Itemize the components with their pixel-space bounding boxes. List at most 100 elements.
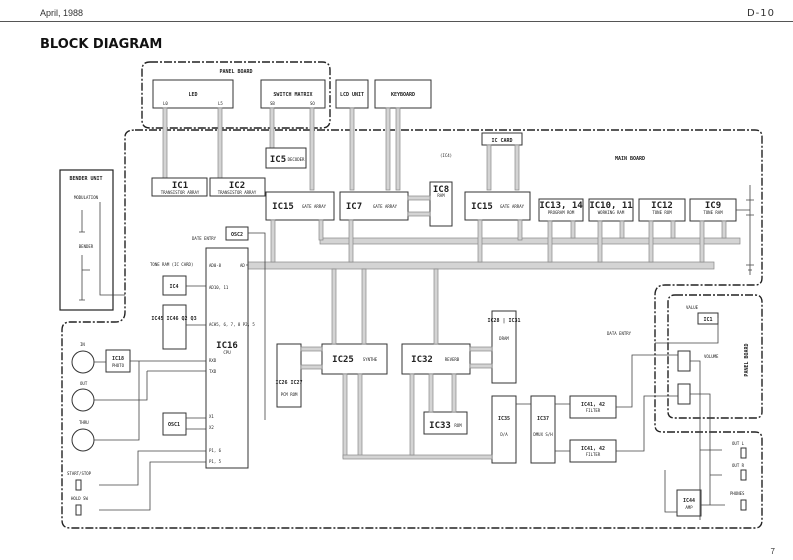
ic45-46-block — [162, 304, 187, 350]
ic12-desc: TONE ROM — [652, 210, 672, 215]
ic35-label: IC35 — [498, 416, 510, 422]
start-stop-jack — [75, 479, 82, 491]
ic12-block — [638, 198, 686, 222]
ic2-label: IC2 — [229, 181, 245, 191]
data-entry-label: DATA ENTRY — [607, 331, 632, 336]
ic2-block — [209, 177, 266, 197]
svg-text:ACH5, 6, 7, 8 P2, 5: ACH5, 6, 7, 8 P2, 5 — [209, 322, 255, 327]
hold-sw-jack — [75, 504, 82, 516]
ic4-label: IC4 — [169, 284, 178, 290]
ic32-desc: REVERB — [445, 357, 460, 362]
ic32-label: IC32 — [411, 355, 433, 365]
synth-buses — [300, 268, 493, 460]
led-block — [152, 79, 234, 109]
date-entry-label: DATE ENTRY — [192, 236, 217, 241]
ic26-27-block — [276, 343, 302, 408]
ic10-11-label: IC10, 11 — [589, 201, 632, 211]
tone-ram-label: TONE RAM (IC CARD) — [150, 262, 193, 267]
ic15b-label: IC15 — [471, 202, 493, 212]
out-r-jack — [740, 469, 747, 481]
osc1-label: OSC1 — [168, 422, 180, 428]
ic33-rom-block — [423, 411, 468, 435]
phones-jack — [740, 499, 747, 511]
midi-in-jack — [71, 350, 95, 374]
ic33-label: IC33 — [429, 421, 451, 431]
ic2-desc: TRANSISTOR ARRAY — [218, 190, 257, 195]
lcd-unit-block — [335, 79, 369, 109]
battery-circuit — [736, 185, 754, 275]
ic1-desc: TRANSISTOR ARRAY — [161, 190, 200, 195]
out-r-label: OUT R — [732, 463, 745, 468]
ic7-desc: GATE ARRAY — [373, 204, 398, 209]
switch-matrix-label: SWITCH MATRIX — [273, 92, 312, 98]
bender-unit-label: BENDER UNIT — [69, 176, 102, 182]
ic28-31-label: IC28 | IC31 — [487, 318, 520, 324]
bender-unit-box — [59, 169, 114, 311]
ic18-label: IC18 — [112, 356, 124, 362]
ic-card-block — [481, 132, 523, 146]
midi-thru-label: THRU — [79, 420, 89, 425]
ic9-label: IC9 — [705, 201, 721, 211]
midi-out-label: OUT — [80, 381, 88, 386]
svg-text:P1, 6: P1, 6 — [209, 448, 222, 453]
ic7-block — [339, 191, 409, 221]
ic28-31-desc: DRAM — [499, 336, 509, 341]
out-l-label: OUT L — [732, 441, 745, 446]
ic7-label: IC7 — [346, 202, 362, 212]
ic41-42-desc: FILTER — [586, 452, 601, 457]
ic16-desc: CPU — [223, 350, 231, 355]
switch-pin: SB — [270, 101, 275, 106]
ic1-label: IC1 — [172, 181, 188, 191]
ic37-dmux-block — [530, 395, 556, 464]
phones-label: PHONES — [730, 491, 745, 496]
led-label: LED — [188, 92, 197, 98]
led-pin: L0 — [163, 101, 168, 106]
page-number: 7 — [770, 547, 775, 556]
panel-ic1-label: IC1 — [703, 317, 712, 323]
lcd-unit-label: LCD UNIT — [340, 92, 364, 98]
ic28-31-dram-block — [491, 310, 517, 384]
ic25-label: IC25 — [332, 355, 354, 365]
keyboard-block — [374, 79, 432, 109]
ic5-desc: DECODER — [288, 157, 305, 162]
output-wiring — [516, 318, 725, 520]
ic5-block — [265, 147, 307, 169]
ic13-14-block — [538, 198, 584, 222]
midi-in-label: IN — [80, 342, 85, 347]
volume-label: VOLUME — [704, 354, 719, 359]
bus-drops — [270, 195, 727, 263]
bender-label: BENDER — [79, 244, 94, 249]
ic8-label: IC8 — [433, 185, 449, 195]
svg-text:P1, 5: P1, 5 — [209, 459, 222, 464]
ic35-desc: D/A — [500, 432, 508, 437]
ic44-label: IC44 — [683, 498, 695, 504]
ic13-14-desc: PROGRAM ROM — [548, 210, 575, 215]
ic9-desc: TONE RAM — [703, 210, 723, 215]
main-board-label: MAIN BOARD — [615, 156, 645, 162]
osc2-block — [225, 226, 249, 241]
ic15b-block — [464, 191, 531, 221]
osc1-block — [162, 412, 187, 436]
svg-text:RXD: RXD — [209, 358, 217, 363]
ic26-27-label: IC26 IC27 — [275, 380, 302, 386]
ic4-block — [162, 275, 187, 296]
ic37-desc: DMUX S/H — [533, 432, 553, 437]
ic44-amp-block — [676, 489, 702, 517]
ic16-label: IC16 — [216, 341, 238, 351]
ic5-label: IC5 — [270, 155, 286, 165]
ic15b-desc: GATE ARRAY — [500, 204, 525, 209]
switch-pin: SO — [310, 101, 315, 106]
ic13-14-label: IC13, 14 — [539, 201, 583, 211]
ic12-label: IC12 — [651, 201, 673, 211]
header-model: D-10 — [746, 8, 775, 19]
volume-pot-1 — [677, 350, 691, 372]
ic26-27-desc: PCM ROM — [281, 392, 298, 397]
ic4-note: (IC4) — [440, 153, 452, 158]
svg-text:X1: X1 — [209, 414, 214, 419]
ic8-block — [429, 181, 453, 227]
out-l-jack — [740, 447, 747, 459]
header-date: April, 1988 — [40, 8, 84, 18]
keyboard-label: KEYBOARD — [391, 92, 415, 98]
ic16-cpu-block — [205, 247, 249, 469]
svg-text:AD: AD — [240, 263, 245, 268]
